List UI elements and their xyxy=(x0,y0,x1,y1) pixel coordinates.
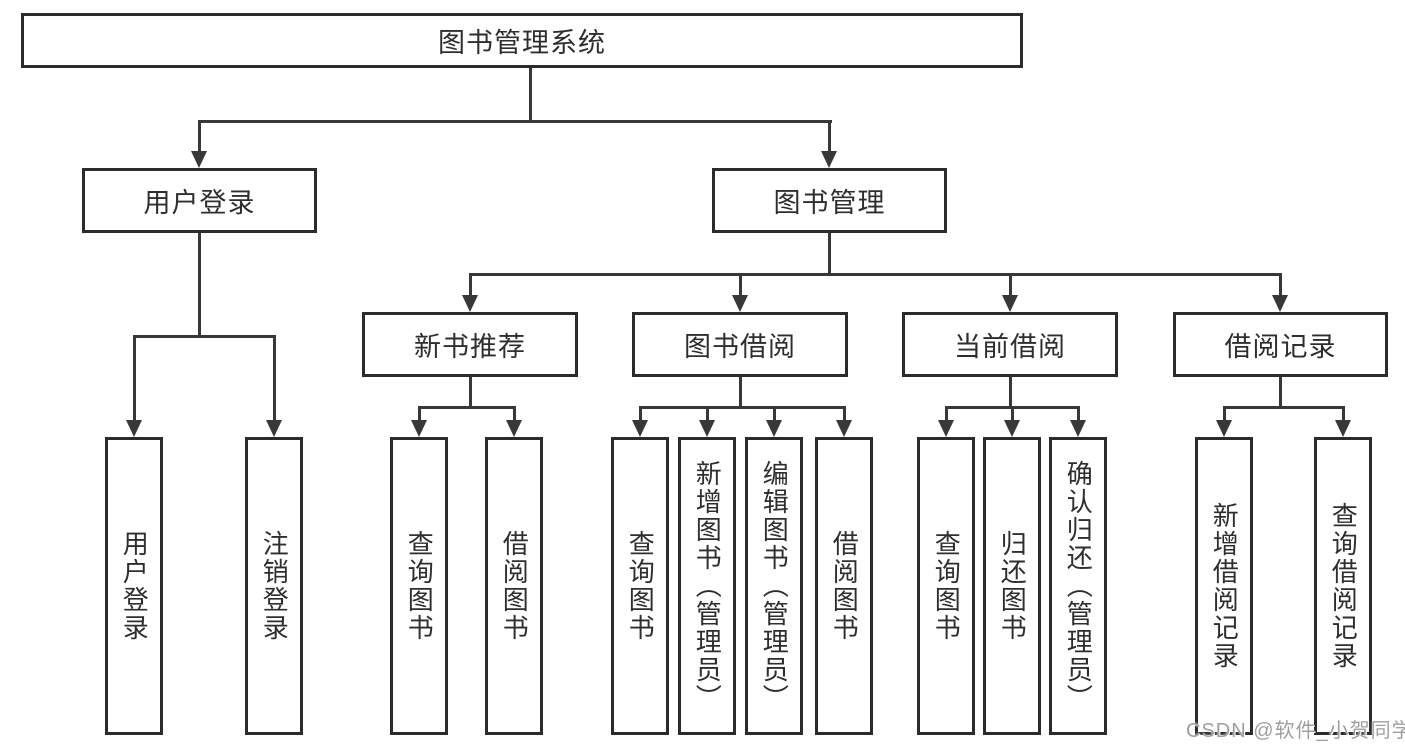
node-current-borrowing-label: 当前借阅 xyxy=(954,332,1066,362)
connector-root-stem xyxy=(529,68,532,121)
connector-to-new-book-recommend-stem xyxy=(469,273,472,299)
connector-book-management-hbar xyxy=(470,273,1282,276)
leaf-query-books-borrowing-label: 查询图书 xyxy=(625,530,656,642)
leaf-query-books-recommend: 查询图书 xyxy=(390,437,448,735)
node-new-book-recommend-label: 新书推荐 xyxy=(414,332,526,362)
node-borrowing-records-label: 借阅记录 xyxy=(1224,332,1337,362)
arrow-down-icon xyxy=(191,151,207,168)
node-library-system-label: 图书管理系统 xyxy=(438,28,606,58)
connector-leaf-stem xyxy=(513,406,516,424)
node-user-login: 用户登录 xyxy=(82,168,317,233)
leaf-borrow-books-borrowing: 借阅图书 xyxy=(815,437,873,735)
leaf-logout: 注销登录 xyxy=(245,437,303,735)
node-library-system: 图书管理系统 xyxy=(21,13,1023,68)
connector-book-management-stem xyxy=(828,233,831,274)
node-user-login-label: 用户登录 xyxy=(143,188,256,218)
arrow-down-icon xyxy=(938,420,954,437)
leaf-edit-book-admin: 编辑图书（管理员） xyxy=(745,437,803,735)
node-book-management: 图书管理 xyxy=(712,168,947,233)
connector-leaf-stem xyxy=(843,406,846,424)
arrow-down-icon xyxy=(126,420,142,437)
connector-leaf-stem xyxy=(1077,406,1080,424)
connector-to-borrowing-records-stem xyxy=(1279,273,1282,299)
connector-leaf-stem xyxy=(706,406,709,424)
connector-borrowing-records-hbar xyxy=(1223,406,1345,409)
leaf-query-books-borrowing: 查询图书 xyxy=(611,437,669,735)
leaf-add-borrow-record: 新增借阅记录 xyxy=(1195,437,1253,735)
leaf-add-borrow-record-label: 新增借阅记录 xyxy=(1209,502,1240,670)
connector-leaf-stem xyxy=(1223,406,1226,424)
connector-new-book-recommend-hbar xyxy=(418,406,516,409)
connector-borrowing-records-stem xyxy=(1279,377,1282,407)
node-book-borrowing: 图书借阅 xyxy=(632,312,848,377)
leaf-query-books-current: 查询图书 xyxy=(917,437,975,735)
arrow-down-icon xyxy=(766,420,782,437)
node-book-borrowing-label: 图书借阅 xyxy=(684,332,796,362)
connector-leaf-stem xyxy=(1342,406,1345,424)
arrow-down-icon xyxy=(632,420,648,437)
connector-to-logout-leaf-stem xyxy=(273,335,276,423)
arrow-down-icon xyxy=(462,295,478,312)
connector-leaf-stem xyxy=(773,406,776,424)
connector-to-login-leaf-stem xyxy=(133,335,136,423)
arrow-down-icon xyxy=(1070,420,1086,437)
node-book-management-label: 图书管理 xyxy=(773,188,886,218)
node-new-book-recommend: 新书推荐 xyxy=(362,312,578,377)
leaf-logout-label: 注销登录 xyxy=(259,530,290,642)
leaf-return-books: 归还图书 xyxy=(983,437,1041,735)
arrow-down-icon xyxy=(1335,420,1351,437)
connector-root-hbar xyxy=(198,120,832,123)
connector-leaf-stem xyxy=(418,406,421,424)
connector-user-login-hbar xyxy=(133,335,276,338)
leaf-borrow-books-recommend: 借阅图书 xyxy=(485,437,543,735)
watermark: CSDN @软件_小贺同学 xyxy=(1186,720,1405,742)
connector-to-book-borrowing-stem xyxy=(739,273,742,299)
leaf-add-book-admin: 新增图书（管理员） xyxy=(678,437,736,735)
arrow-down-icon xyxy=(732,295,748,312)
leaf-query-books-recommend-label: 查询图书 xyxy=(404,530,435,642)
arrow-down-icon xyxy=(1002,295,1018,312)
connector-book-borrowing-hbar xyxy=(639,406,846,409)
connector-to-book-management-stem xyxy=(828,120,831,154)
arrow-down-icon xyxy=(266,420,282,437)
arrow-down-icon xyxy=(506,420,522,437)
connector-to-current-borrowing-stem xyxy=(1009,273,1012,299)
leaf-confirm-return-admin: 确认归还（管理员） xyxy=(1049,437,1107,735)
connector-book-borrowing-stem xyxy=(739,377,742,407)
connector-leaf-stem xyxy=(945,406,948,424)
leaf-add-book-admin-label: 新增图书（管理员） xyxy=(692,460,723,712)
arrow-down-icon xyxy=(836,420,852,437)
connector-to-user-login-stem xyxy=(198,120,201,154)
leaf-borrow-books-recommend-label: 借阅图书 xyxy=(499,530,530,642)
connector-user-login-stem xyxy=(198,233,201,336)
leaf-user-login-label: 用户登录 xyxy=(119,530,150,642)
leaf-query-borrow-record: 查询借阅记录 xyxy=(1314,437,1372,735)
connector-new-book-recommend-stem xyxy=(469,377,472,407)
leaf-query-books-current-label: 查询图书 xyxy=(931,530,962,642)
node-current-borrowing: 当前借阅 xyxy=(902,312,1118,377)
leaf-confirm-return-admin-label: 确认归还（管理员） xyxy=(1063,460,1094,712)
arrow-down-icon xyxy=(1004,420,1020,437)
connector-leaf-stem xyxy=(639,406,642,424)
connector-current-borrowing-stem xyxy=(1009,377,1012,407)
arrow-down-icon xyxy=(821,151,837,168)
leaf-user-login: 用户登录 xyxy=(105,437,163,735)
leaf-query-borrow-record-label: 查询借阅记录 xyxy=(1328,502,1359,670)
leaf-borrow-books-borrowing-label: 借阅图书 xyxy=(829,530,860,642)
arrow-down-icon xyxy=(699,420,715,437)
arrow-down-icon xyxy=(1272,295,1288,312)
arrow-down-icon xyxy=(1216,420,1232,437)
leaf-edit-book-admin-label: 编辑图书（管理员） xyxy=(759,460,790,712)
connector-leaf-stem xyxy=(1011,406,1014,424)
arrow-down-icon xyxy=(411,420,427,437)
leaf-return-books-label: 归还图书 xyxy=(997,530,1028,642)
node-borrowing-records: 借阅记录 xyxy=(1173,312,1388,377)
